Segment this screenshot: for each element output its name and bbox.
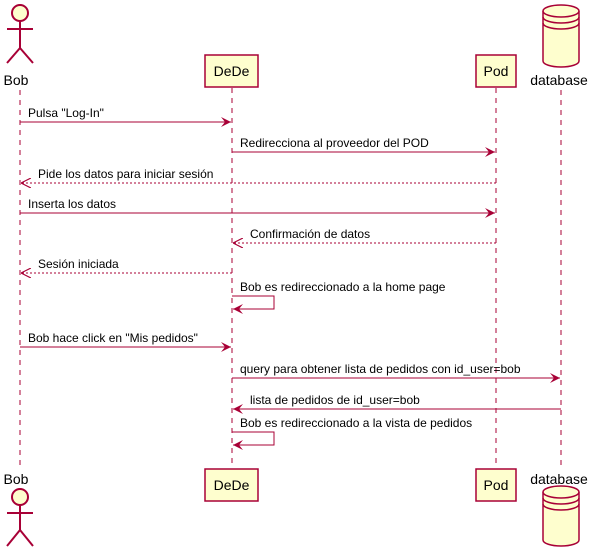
message-label: Inserta los datos xyxy=(28,197,116,211)
lifelines xyxy=(19,88,562,468)
message-4: Inserta los datos xyxy=(20,197,495,218)
participant-database-bottom: database xyxy=(530,471,588,547)
participants-bottom: Bob DeDe Pod database xyxy=(4,468,588,547)
message-9: query para obtener lista de pedidos con … xyxy=(232,362,560,383)
participant-label-bob: Bob xyxy=(4,72,29,88)
participant-label-database: database xyxy=(530,72,588,88)
participant-label-pod-bottom: Pod xyxy=(484,477,509,493)
self-message-arrow xyxy=(232,431,275,450)
messages: Pulsa "Log-In" Redirecciona al proveedor … xyxy=(20,106,561,450)
database-icon xyxy=(542,4,580,68)
message-label: Sesión iniciada xyxy=(38,257,119,271)
actor-bob-bottom: Bob xyxy=(4,471,34,547)
database-icon xyxy=(542,485,580,547)
message-6: Sesión iniciada xyxy=(21,257,232,273)
participant-pod-top: Pod xyxy=(475,54,517,88)
stick-figure-icon xyxy=(6,4,34,64)
message-label: query para obtener lista de pedidos con … xyxy=(240,362,521,376)
message-label: Pide los datos para iniciar sesión xyxy=(38,167,213,181)
message-5: Confirmación de datos xyxy=(233,227,496,243)
message-label: Bob es redireccionado a la home page xyxy=(240,280,446,294)
participant-label-dede-bottom: DeDe xyxy=(214,477,250,493)
participant-database-top: database xyxy=(530,4,588,88)
self-message-arrow xyxy=(232,295,275,314)
message-10: lista de pedidos de id_user=bob xyxy=(233,393,561,414)
message-label: lista de pedidos de id_user=bob xyxy=(250,393,420,407)
participant-label-dede: DeDe xyxy=(214,63,250,79)
stick-figure-icon xyxy=(6,488,34,547)
participant-pod-bottom: Pod xyxy=(475,468,517,502)
message-3: Pide los datos para iniciar sesión xyxy=(21,167,496,183)
actor-bob-top: Bob xyxy=(4,4,34,88)
participant-dede-top: DeDe xyxy=(204,54,259,88)
message-11: Bob es redireccionado a la vista de pedi… xyxy=(232,416,472,450)
message-label: Bob es redireccionado a la vista de pedi… xyxy=(240,416,472,430)
message-label: Pulsa "Log-In" xyxy=(28,106,104,120)
participants-top: Bob DeDe Pod database xyxy=(4,4,588,88)
message-2: Redirecciona al proveedor del POD xyxy=(232,136,495,157)
message-label: Confirmación de datos xyxy=(250,227,370,241)
participant-label-pod: Pod xyxy=(484,63,509,79)
message-label: Redirecciona al proveedor del POD xyxy=(240,136,429,150)
participant-label-database-bottom: database xyxy=(530,471,588,487)
message-8: Bob hace click en "Mis pedidos" xyxy=(20,331,231,352)
participant-label-bob-bottom: Bob xyxy=(4,471,29,487)
participant-dede-bottom: DeDe xyxy=(204,468,259,502)
message-1: Pulsa "Log-In" xyxy=(20,106,231,127)
message-label: Bob hace click en "Mis pedidos" xyxy=(28,331,198,345)
message-7: Bob es redireccionado a la home page xyxy=(232,280,446,314)
